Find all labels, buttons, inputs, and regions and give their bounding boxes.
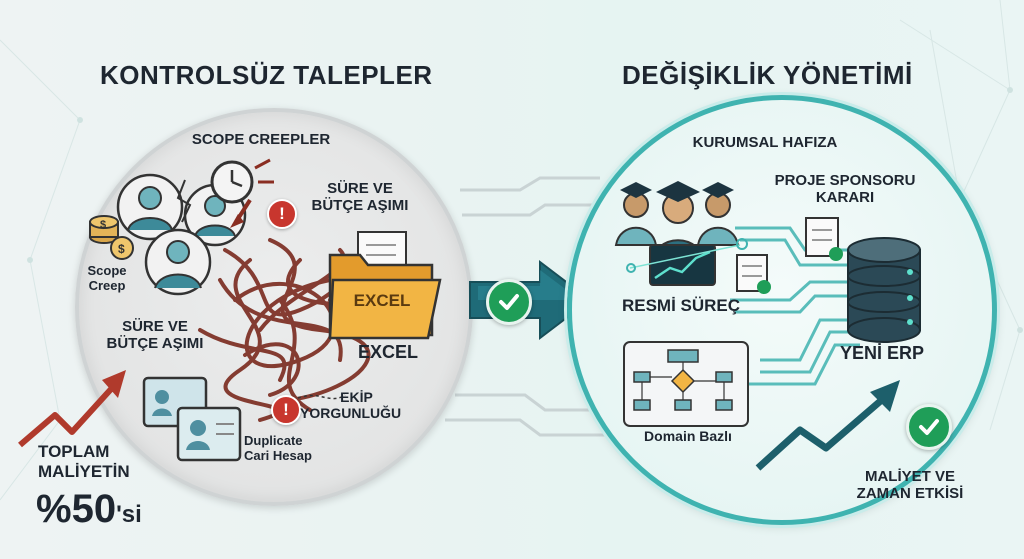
id-card-icon: [142, 376, 242, 462]
institutional-memory-label: KURUMSAL HAFIZA: [692, 134, 838, 151]
check-icon: [906, 404, 952, 450]
change-management-circle: [567, 95, 997, 525]
svg-text:$: $: [100, 219, 106, 231]
right-title: DEĞİŞİKLİK YÖNETİMİ: [622, 60, 913, 90]
alert-icon: !: [271, 395, 301, 425]
clock-icon: [210, 158, 274, 228]
excel-label: EXCEL: [357, 342, 418, 362]
svg-text:$: $: [118, 242, 125, 256]
graduation-cap-icon: [614, 181, 748, 286]
document-icon: [736, 217, 843, 294]
excel-folder-text: EXCEL: [353, 291, 411, 310]
scope-creepler-label: SCOPE CREEPLER: [191, 131, 331, 148]
check-icon: [486, 279, 532, 325]
trend-arrow-icon: [18, 370, 126, 448]
percent-value: %50'si: [36, 487, 142, 531]
left-title: KONTROLSÜZ TALEPLER: [100, 60, 433, 90]
alert-icon: !: [267, 199, 297, 229]
person-icons: [116, 173, 247, 296]
database-icon: [847, 237, 921, 343]
coin-stack-icon: $ $: [89, 215, 134, 260]
new-erp-label: YENİ ERP: [839, 343, 925, 363]
flowchart-icon: [623, 341, 749, 427]
trend-arrow-icon: [755, 380, 900, 471]
domain-based-label: Domain Bazlı: [644, 428, 732, 444]
folder-icon: [328, 253, 442, 340]
formal-process-label: RESMİ SÜREÇ: [621, 296, 741, 315]
